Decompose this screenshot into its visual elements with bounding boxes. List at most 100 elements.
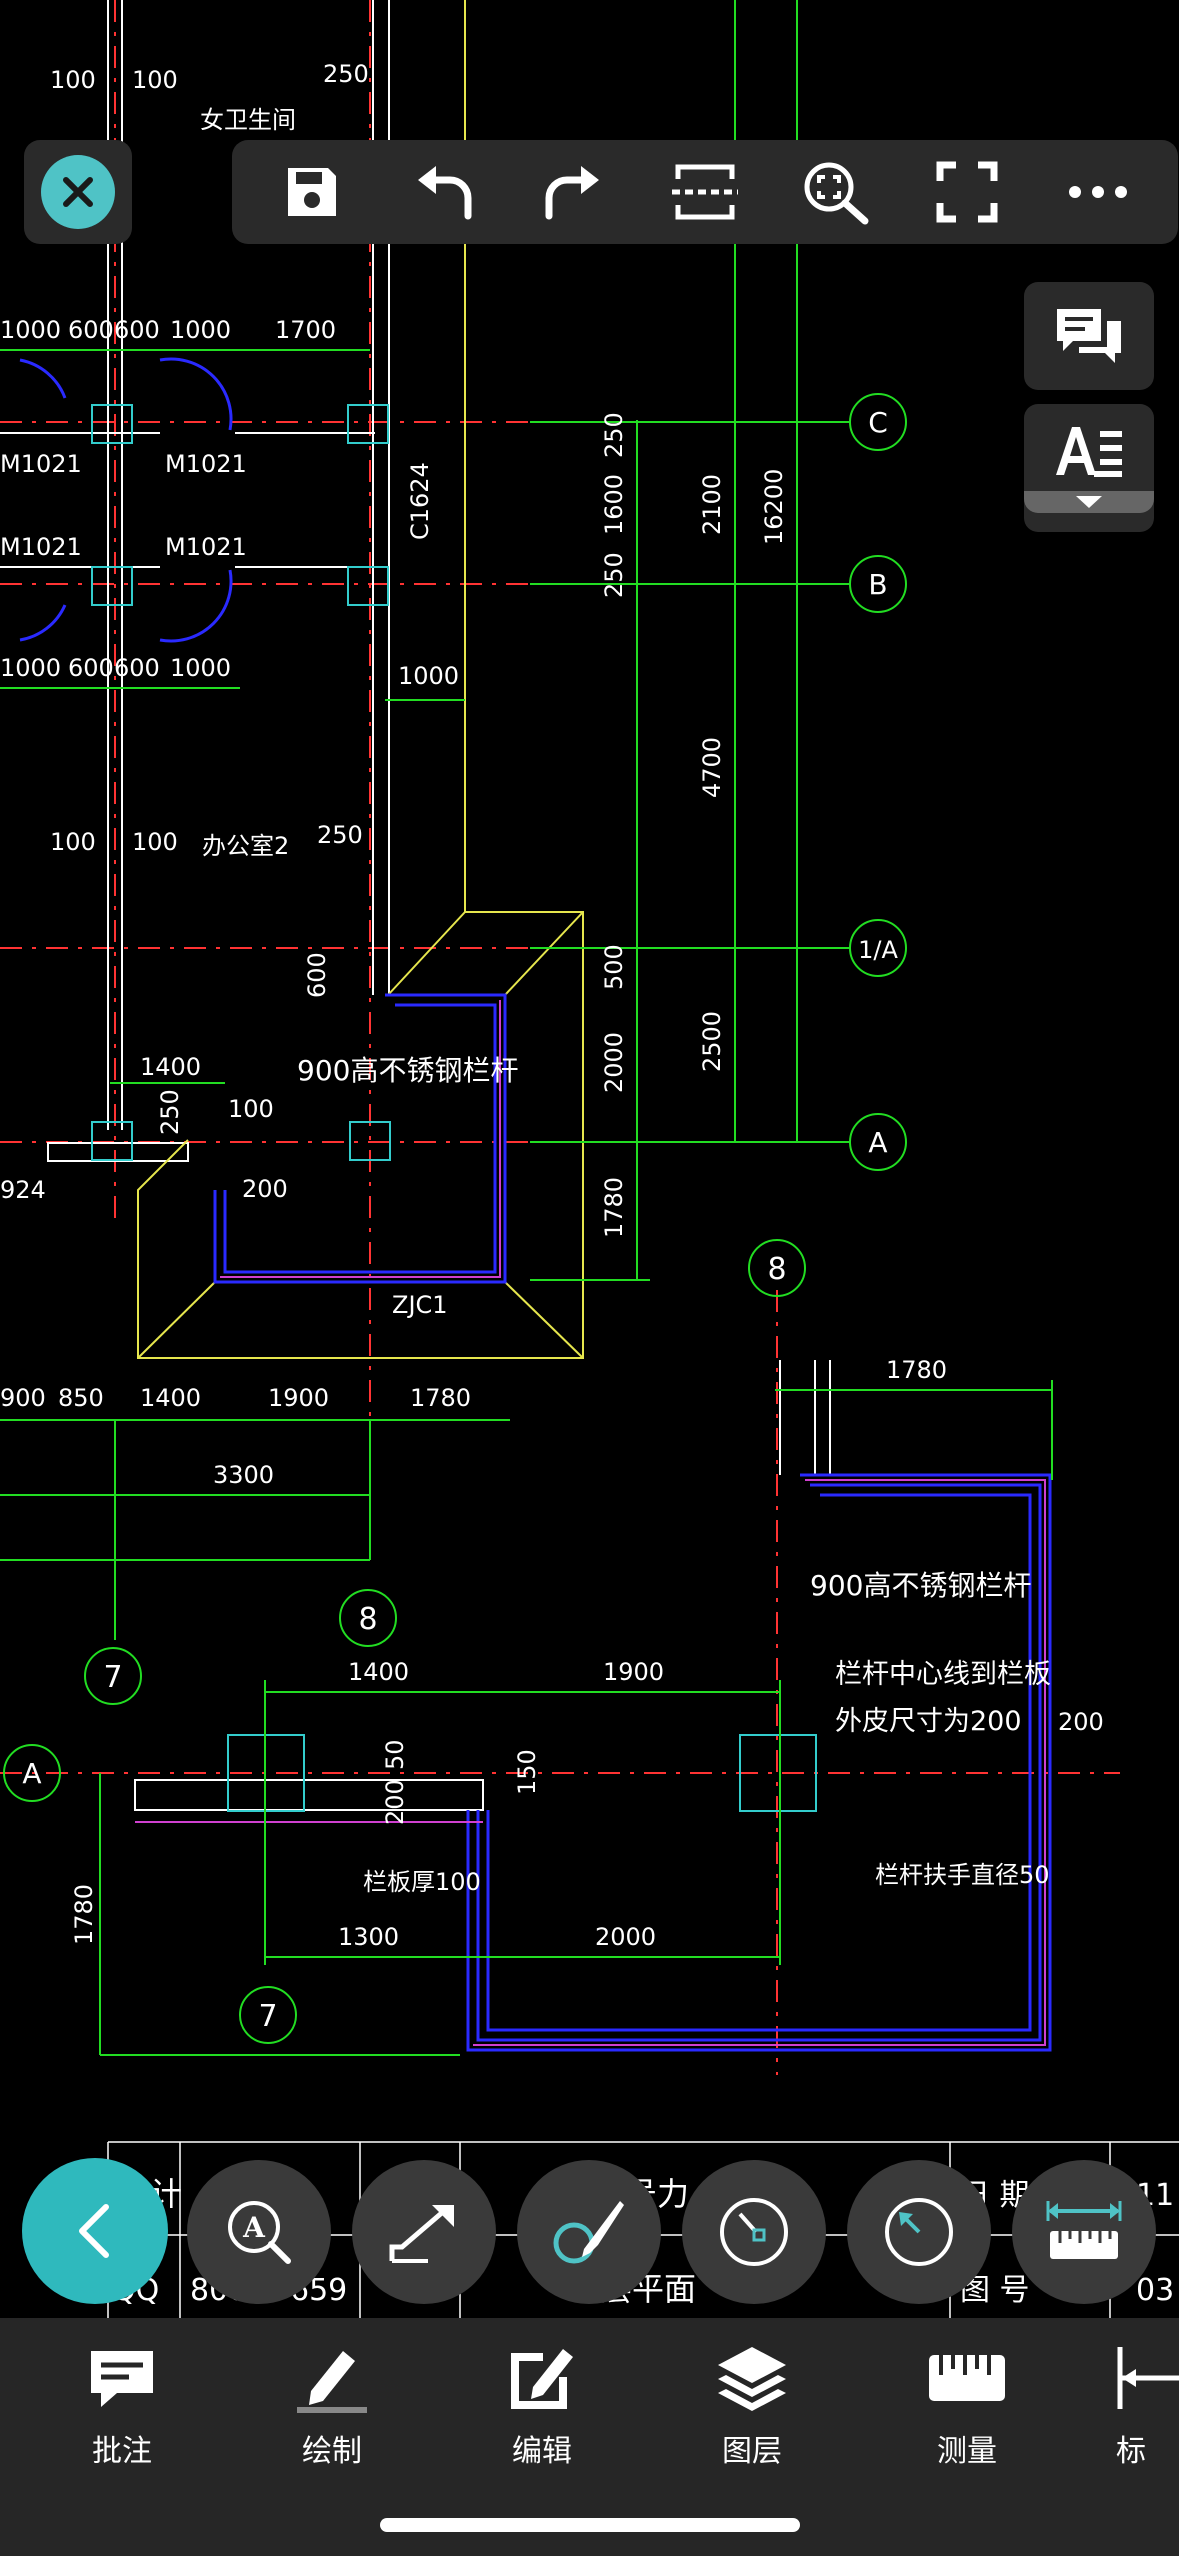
dim-text: 100 <box>132 828 178 856</box>
undo-button[interactable] <box>398 147 488 237</box>
axis-label: 7 <box>103 1660 122 1695</box>
dim-text: 600 <box>114 316 160 344</box>
chevron-left-icon <box>79 2204 109 2258</box>
dim-text: 600 <box>68 316 114 344</box>
save-icon <box>287 168 336 216</box>
point-angle-tool[interactable] <box>682 2160 826 2304</box>
dimension-icon <box>1117 2347 1179 2409</box>
dim-text: 1700 <box>275 316 336 344</box>
dim-text: 1000 <box>170 654 231 682</box>
ruler-measure-icon <box>1046 2201 1122 2259</box>
text-search-tool[interactable]: A <box>187 2160 331 2304</box>
radius-icon <box>885 2198 953 2266</box>
door-label: M1021 <box>0 533 82 561</box>
brush-tool[interactable] <box>517 2160 661 2304</box>
tab-label: 绘制 <box>302 2434 362 2469</box>
text-search-icon: A <box>228 2201 291 2264</box>
axis-label: 1/A <box>858 936 898 964</box>
close-button[interactable] <box>41 155 115 229</box>
dim-text: 600 <box>114 654 160 682</box>
point-angle-icon <box>720 2198 788 2266</box>
plate-note: 栏板厚100 <box>363 1868 481 1896</box>
redo-button[interactable] <box>529 147 619 237</box>
title-block-text: 03 <box>1136 2273 1174 2308</box>
axis-label: A <box>22 1757 41 1790</box>
dim-text: 1000 <box>170 316 231 344</box>
fit-width-button[interactable] <box>660 147 750 237</box>
column-label: ZJC1 <box>392 1291 448 1319</box>
fullscreen-button[interactable] <box>922 147 1012 237</box>
window-label: C1624 <box>406 462 434 540</box>
dim-text: 1300 <box>338 1923 399 1951</box>
tab-annotate[interactable]: 批注 <box>52 2340 192 2470</box>
dim-text: 100 <box>132 66 178 94</box>
dim-text: 900 <box>0 1384 46 1412</box>
comments-button[interactable] <box>1024 282 1154 390</box>
dim-text: 2500 <box>698 1011 726 1072</box>
axis-label: C <box>868 406 888 439</box>
chevron-down-icon <box>1076 496 1102 508</box>
pencil-icon <box>297 2351 367 2413</box>
dim-text: 1400 <box>140 1384 201 1412</box>
dim-text: 16200 <box>760 469 788 545</box>
tab-edit[interactable]: 编辑 <box>472 2340 612 2470</box>
axis-label: B <box>868 568 887 601</box>
tab-draw[interactable]: 绘制 <box>262 2340 402 2470</box>
dim-text: 924 <box>0 1176 46 1204</box>
more-icon <box>1069 186 1128 198</box>
close-icon <box>63 177 93 207</box>
dim-text: 600 <box>68 654 114 682</box>
tab-label: 测量 <box>937 2434 997 2469</box>
more-button[interactable] <box>1053 147 1143 237</box>
rail-note: 900高不锈钢栏杆 <box>810 1569 1031 1602</box>
arrow-leader-icon <box>389 2205 454 2263</box>
dim-text: 2000 <box>595 1923 656 1951</box>
ruler-icon <box>929 2355 1005 2401</box>
radius-tool[interactable] <box>847 2160 991 2304</box>
dim-text: 100 <box>228 1095 274 1123</box>
fullscreen-icon <box>936 161 998 223</box>
dim-text: 200 <box>1058 1708 1104 1736</box>
dim-text: 200 <box>242 1175 288 1203</box>
axis-label: 8 <box>767 1252 786 1287</box>
tab-measure[interactable]: 测量 <box>897 2340 1037 2470</box>
dim-text: 1780 <box>886 1356 947 1384</box>
dim-text: 1780 <box>70 1884 98 1945</box>
dim-text: 850 <box>58 1384 104 1412</box>
ruler-measure-tool[interactable] <box>1012 2160 1156 2304</box>
back-button[interactable] <box>22 2158 168 2304</box>
tab-layers[interactable]: 图层 <box>682 2340 822 2470</box>
axis-label: A <box>868 1126 887 1159</box>
tab-dimension[interactable]: 标 <box>1110 2340 1179 2470</box>
dim-text: 250 <box>317 821 363 849</box>
text-style-icon <box>1056 427 1122 477</box>
dim-text: 1900 <box>603 1658 664 1686</box>
dim-text: 2000 <box>600 1032 628 1093</box>
text-style-button[interactable] <box>1024 404 1154 532</box>
dim-text: 250 <box>600 552 628 598</box>
arrow-leader-tool[interactable] <box>352 2160 496 2304</box>
dim-text: 250 <box>600 412 628 458</box>
dim-text: 100 <box>50 66 96 94</box>
dim-text: 4700 <box>698 737 726 798</box>
zoom-window-button[interactable] <box>791 147 881 237</box>
dim-text: 3300 <box>213 1461 274 1489</box>
expand-handle[interactable] <box>1024 491 1154 513</box>
redo-icon <box>545 166 599 220</box>
dim-text: 1780 <box>600 1177 628 1238</box>
save-button[interactable] <box>267 147 357 237</box>
fit-width-icon <box>671 164 738 220</box>
dim-text: 100 <box>50 828 96 856</box>
dim-text: 1400 <box>140 1053 201 1081</box>
svg-text:A: A <box>242 2211 266 2244</box>
layers-icon <box>718 2347 786 2411</box>
handrail-note: 栏杆扶手直径50 <box>875 1861 1050 1889</box>
dim-text: 50 <box>381 1739 409 1770</box>
dim-text: 1400 <box>348 1658 409 1686</box>
undo-icon <box>417 166 472 220</box>
dim-text: 500 <box>600 944 628 990</box>
door-label: M1021 <box>165 450 247 478</box>
room-label: 女卫生间 <box>200 106 296 134</box>
dim-text: 1000 <box>0 654 61 682</box>
dim-text: 1780 <box>410 1384 471 1412</box>
